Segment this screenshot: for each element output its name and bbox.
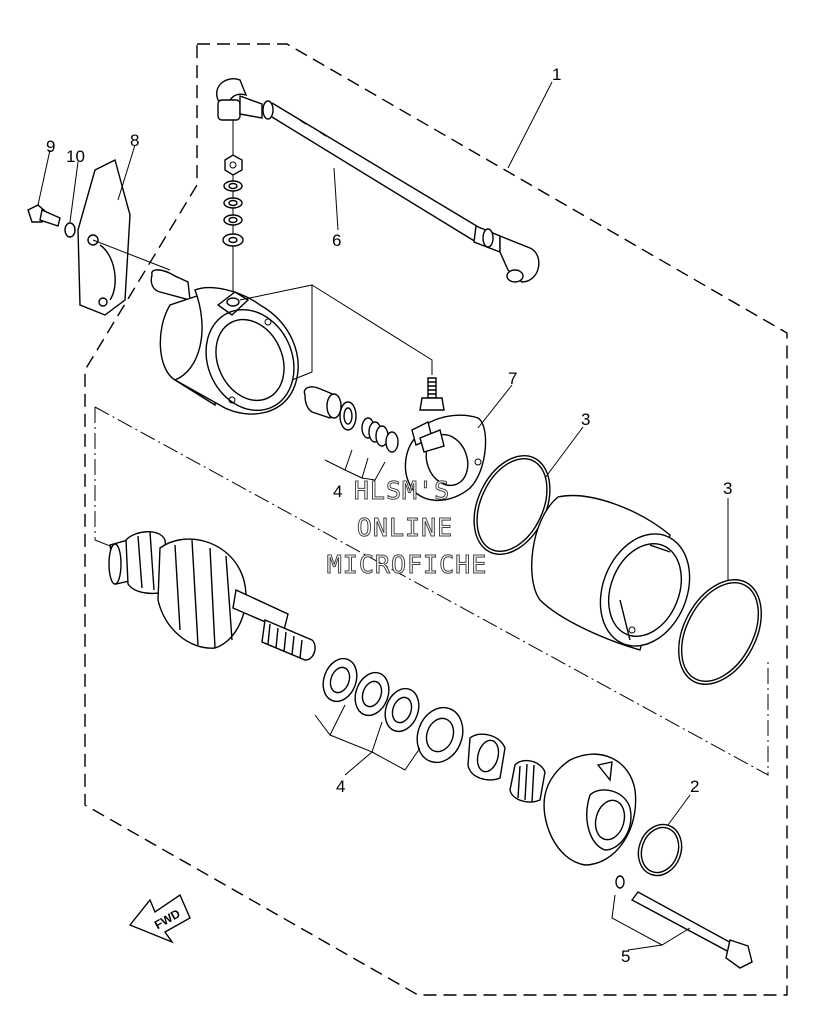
lower-washers xyxy=(322,657,464,764)
washer xyxy=(64,222,76,238)
leader-1 xyxy=(507,81,553,169)
cover-terminal-leader xyxy=(239,284,433,381)
callout-3a: 3 xyxy=(581,410,590,429)
assembly-boundary-dashed xyxy=(84,43,788,996)
callout-6: 6 xyxy=(332,231,341,250)
nut-washer-stack xyxy=(222,120,244,300)
fwd-arrow-icon xyxy=(128,893,191,944)
small-seal xyxy=(615,875,625,889)
through-bolt xyxy=(630,891,753,969)
leader-3a xyxy=(544,426,584,479)
callout-7: 7 xyxy=(508,369,517,388)
bearing xyxy=(467,733,506,781)
leader-6 xyxy=(333,167,339,231)
callout-8: 8 xyxy=(130,131,139,150)
callout-4b: 4 xyxy=(336,777,345,796)
bolt xyxy=(27,204,61,227)
o-ring-upper-inner xyxy=(476,457,548,553)
watermark-line-1: HLSM'S xyxy=(354,476,450,505)
bracket-guide-line xyxy=(92,239,171,271)
needle-bearing xyxy=(509,759,546,803)
o-ring-small xyxy=(637,823,683,877)
armature-centerline-box xyxy=(94,406,769,776)
lead-wire xyxy=(216,78,540,283)
armature xyxy=(108,531,316,661)
rear-cover xyxy=(543,753,637,866)
leader-7 xyxy=(477,384,513,429)
o-ring-lower xyxy=(678,579,762,685)
leader-5 xyxy=(627,944,663,951)
front-cover xyxy=(150,269,299,415)
upper-4-leader xyxy=(324,449,386,481)
watermark-line-2: ONLINE xyxy=(357,513,453,542)
leader-9 xyxy=(37,149,51,206)
brush-holder-plate xyxy=(404,377,487,502)
yoke xyxy=(531,494,691,651)
callout-2: 2 xyxy=(690,777,699,796)
watermark-line-3: MICROFICHE xyxy=(327,550,488,579)
leader-8 xyxy=(117,144,136,201)
o-ring-small-inner xyxy=(640,826,680,874)
leader-4b xyxy=(344,751,373,776)
callout-3b: 3 xyxy=(723,479,732,498)
leader-10 xyxy=(69,161,79,223)
callout-9: 9 xyxy=(46,137,55,156)
part-5-leader xyxy=(611,894,691,946)
callout-4a: 4 xyxy=(333,482,342,501)
callout-1: 1 xyxy=(552,65,561,84)
mounting-bracket xyxy=(77,158,131,316)
callout-10: 10 xyxy=(66,147,85,166)
leader-2 xyxy=(667,794,691,826)
bushing-and-springs xyxy=(303,386,399,453)
callout-5: 5 xyxy=(621,947,630,966)
o-ring-lower-inner xyxy=(680,582,760,682)
